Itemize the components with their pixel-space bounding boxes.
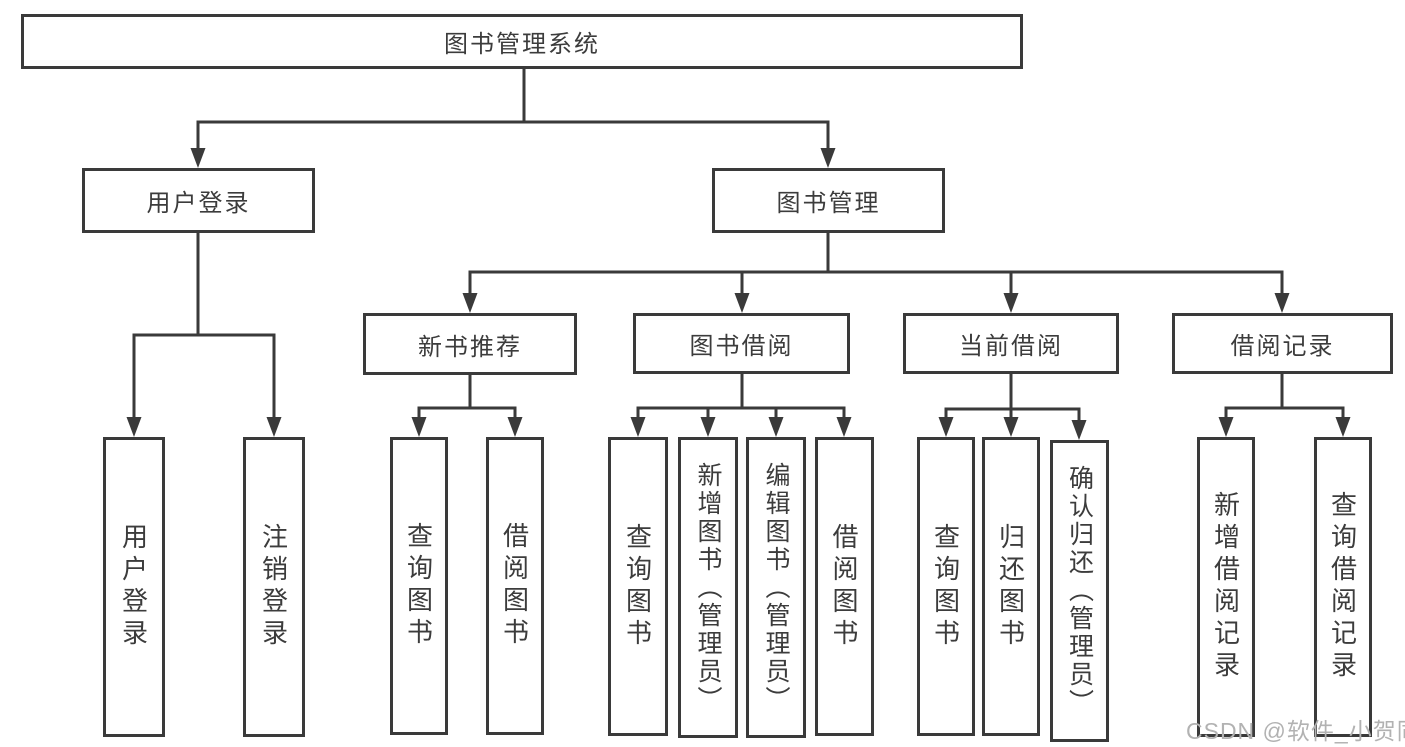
- leaf-confirm-return-admin: 确认归还（管理员）: [1050, 440, 1109, 742]
- node-new-book-recommend: 新书推荐: [363, 313, 577, 375]
- node-book-borrowing: 图书借阅: [633, 313, 850, 374]
- arrowhead: [938, 417, 954, 437]
- node-root-system: 图书管理系统: [21, 14, 1023, 69]
- leaf-add-books-admin: 新增图书（管理员）: [678, 437, 738, 738]
- connector-book-borrow-children: [630, 372, 852, 437]
- connector-root-to-level2: [190, 67, 836, 168]
- node-current-borrowing: 当前借阅: [903, 313, 1119, 374]
- connector-user-login-children: [126, 231, 282, 437]
- leaf-edit-books-admin: 编辑图书（管理员）: [746, 437, 806, 738]
- arrowhead: [734, 293, 750, 313]
- leaf-query-borrow-record: 查询借阅记录: [1314, 437, 1372, 737]
- arrowhead: [1071, 420, 1087, 440]
- arrowhead: [820, 148, 836, 168]
- leaf-logout: 注销登录: [243, 437, 305, 737]
- node-user-login: 用户登录: [82, 168, 315, 233]
- leaf-query-books-3: 查询图书: [917, 437, 975, 736]
- leaf-query-books-1: 查询图书: [390, 437, 448, 735]
- leaf-user-login: 用户登录: [103, 437, 165, 737]
- arrowhead: [1274, 293, 1290, 313]
- connector-current-borrow-children: [938, 372, 1087, 440]
- leaf-return-books: 归还图书: [982, 437, 1040, 736]
- arrowhead: [507, 417, 523, 437]
- arrowhead: [462, 293, 478, 313]
- connector-borrow-records-children: [1218, 372, 1351, 437]
- csdn-watermark: CSDN @软件_小贺同学: [1186, 718, 1405, 744]
- arrowhead: [126, 417, 142, 437]
- arrowhead: [1218, 417, 1234, 437]
- arrowhead: [700, 417, 716, 437]
- arrowhead: [836, 417, 852, 437]
- arrowhead: [190, 148, 206, 168]
- node-borrowing-records: 借阅记录: [1172, 313, 1393, 374]
- leaf-borrow-books-2: 借阅图书: [815, 437, 874, 736]
- arrowhead: [411, 417, 427, 437]
- arrowhead: [630, 417, 646, 437]
- node-book-management: 图书管理: [712, 168, 945, 233]
- leaf-add-borrow-record: 新增借阅记录: [1197, 437, 1255, 737]
- arrowhead: [1003, 293, 1019, 313]
- arrowhead: [768, 417, 784, 437]
- leaf-query-books-2: 查询图书: [608, 437, 668, 736]
- connector-new-book-children: [411, 373, 523, 437]
- arrowhead: [266, 417, 282, 437]
- arrowhead: [1335, 417, 1351, 437]
- arrowhead: [1003, 417, 1019, 437]
- connector-book-mgmt-sections: [462, 231, 1290, 313]
- leaf-borrow-books-1: 借阅图书: [486, 437, 544, 735]
